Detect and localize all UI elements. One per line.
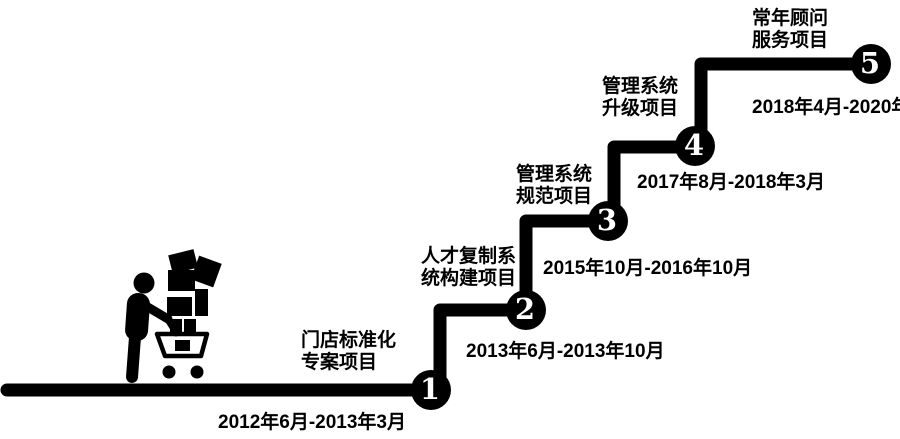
box (190, 255, 222, 288)
person-head (133, 272, 155, 294)
milestone-date-4: 2017年8月-2018年3月 (637, 172, 825, 193)
milestone-date-3: 2015年10月-2016年10月 (543, 258, 753, 279)
milestone-label-3-line-1: 管理系统 (516, 164, 593, 185)
box (168, 270, 195, 291)
milestone-label-4-line-1: 管理系统 (602, 76, 679, 97)
cart-wheel-right (190, 365, 204, 379)
box (175, 340, 190, 351)
milestone-label-1: 门店标准化 专案项目 (301, 330, 396, 374)
milestone-label-4: 管理系统 升级项目 (602, 76, 678, 120)
milestone-label-2: 人才复制系 统构建项目 (421, 246, 516, 290)
milestone-label-3-line-2: 规范项目 (516, 186, 593, 207)
milestone-node-4: 4 (675, 126, 715, 166)
milestone-label-1-line-2: 专案项目 (301, 352, 378, 373)
cart-wheel-left (162, 365, 176, 379)
milestone-node-1: 1 (411, 370, 451, 410)
milestone-label-3: 管理系统 规范项目 (516, 164, 592, 208)
milestone-node-2: 2 (506, 290, 546, 330)
milestone-label-5-line-1: 常年顾问 (752, 8, 829, 29)
milestone-node-3: 3 (588, 201, 628, 241)
milestone-date-5: 2018年4月-2020年 (752, 97, 900, 118)
staircase-line (433, 57, 878, 395)
milestone-number-4: 4 (683, 127, 705, 162)
box (167, 297, 192, 316)
box (195, 289, 208, 316)
box (184, 319, 196, 336)
milestone-node-5: 5 (851, 44, 891, 84)
box (170, 319, 182, 336)
milestone-label-2-line-1: 人才复制系 (421, 246, 517, 267)
milestone-number-2: 2 (514, 291, 536, 326)
milestone-date-1: 2012年6月-2013年3月 (218, 412, 406, 433)
milestone-number-3: 3 (596, 202, 618, 237)
milestone-number-5: 5 (859, 45, 881, 80)
box (168, 249, 199, 274)
milestone-label-5: 常年顾问 服务项目 (752, 8, 828, 52)
person-pushing-cart-with-boxes-icon (125, 249, 222, 383)
milestone-label-5-line-2: 服务项目 (752, 30, 829, 51)
milestone-label-2-line-2: 统构建项目 (421, 268, 517, 289)
milestone-label-1-line-1: 门店标准化 (301, 330, 397, 351)
person-leg (126, 331, 141, 383)
milestone-number-1: 1 (419, 371, 441, 406)
milestone-date-2: 2013年6月-2013年10月 (466, 341, 665, 362)
milestone-label-4-line-2: 升级项目 (602, 98, 679, 119)
